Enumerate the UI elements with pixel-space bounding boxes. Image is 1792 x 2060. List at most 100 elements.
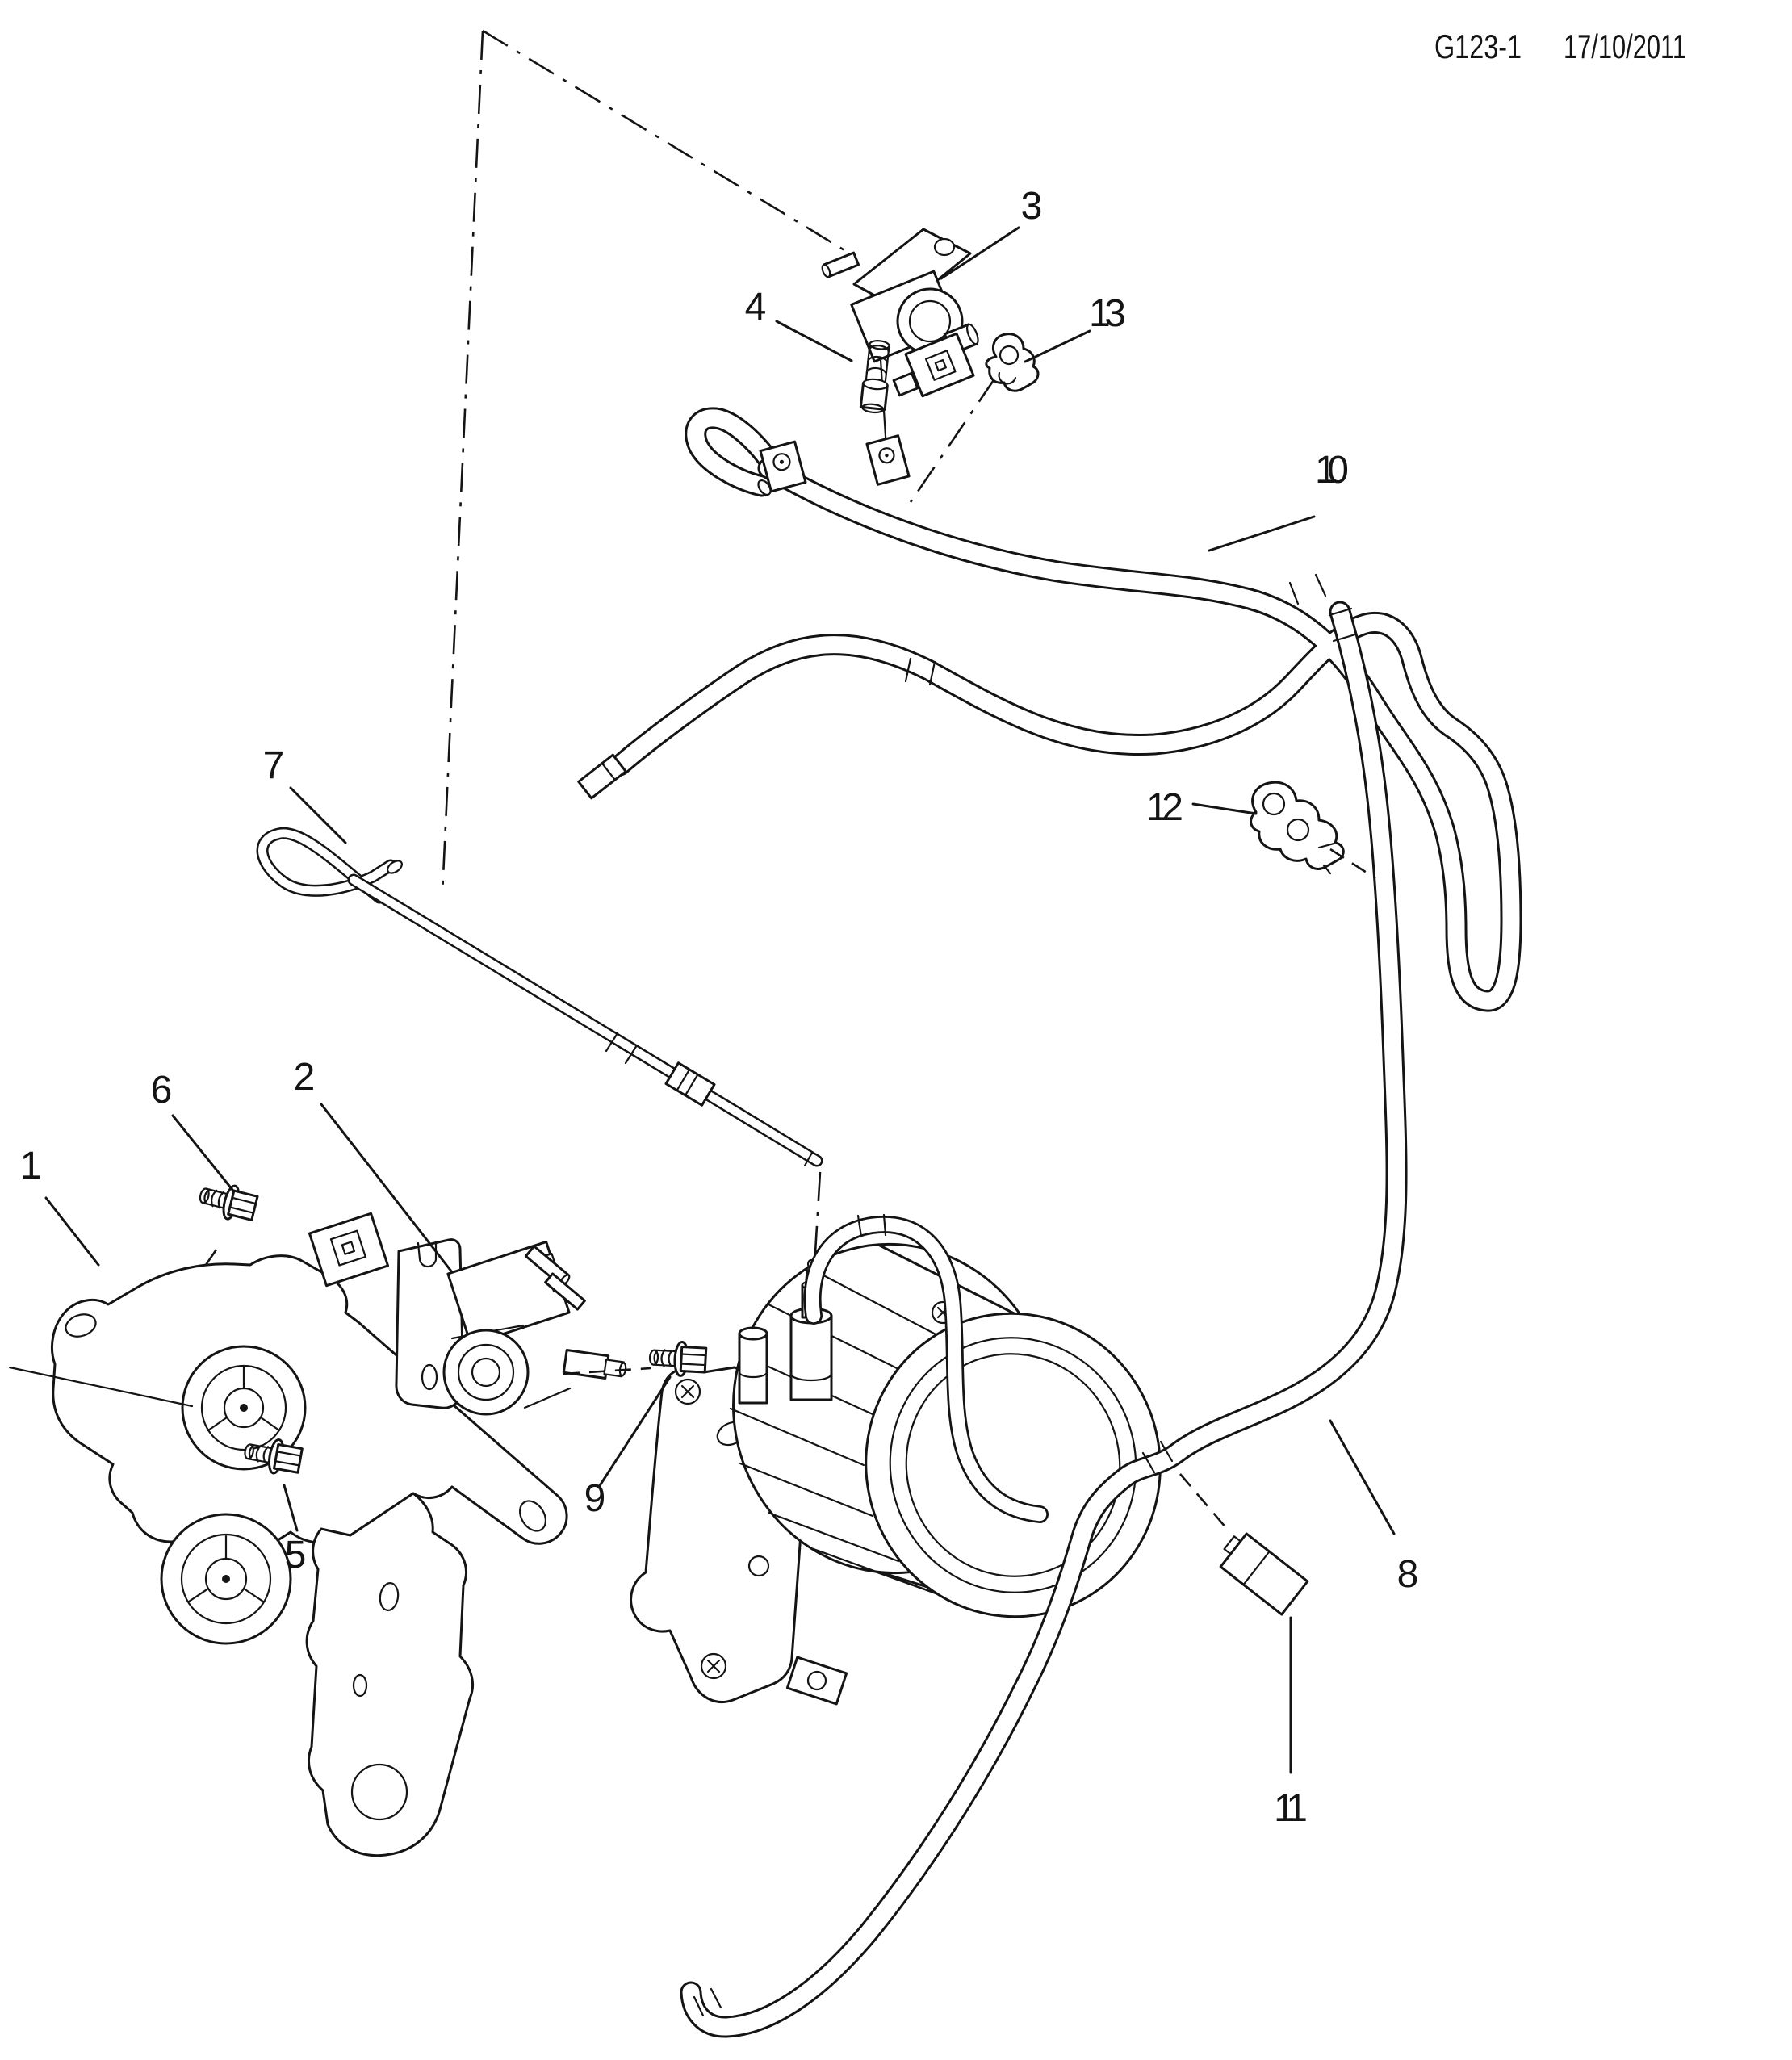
- pipe-end-mark: [803, 1151, 814, 1167]
- bracket-grommet: [160, 1513, 292, 1645]
- valve-nipple: [562, 1349, 627, 1380]
- callout-10: 10: [1208, 449, 1349, 552]
- bracket-pointer-line: [8, 1366, 194, 1408]
- pipe-sleeve-marks: [605, 1032, 639, 1065]
- callout-13: 13: [1024, 292, 1126, 363]
- pipe-coupler: [664, 1061, 716, 1107]
- leader-line: [283, 1484, 299, 1532]
- bracket-hole: [65, 1313, 97, 1338]
- part-13-clip: [985, 333, 1040, 392]
- drawing-date: 17/10/2011: [1564, 27, 1686, 65]
- clip12-alignment-line: [1329, 848, 1376, 880]
- bolt6-alignment-line: [179, 1249, 218, 1302]
- callout-label-2: 2: [294, 1056, 316, 1099]
- part-9-bolt: [563, 1341, 708, 1377]
- bracket-hole: [518, 1500, 547, 1532]
- callout-label-11: 11: [1274, 1787, 1308, 1830]
- part-2-solenoid-valve: [308, 1212, 627, 1416]
- leader-line: [597, 1375, 672, 1488]
- hose10-stub-end: [577, 753, 627, 800]
- part-6-bolt: [199, 1184, 259, 1221]
- leader-line: [171, 1114, 234, 1191]
- valve-connector-socket: [308, 1212, 390, 1288]
- part-1-bracket: [8, 1254, 568, 1857]
- callout-label-8: 8: [1397, 1553, 1419, 1596]
- hose-sleeve-marks: [856, 1213, 887, 1238]
- part-5-bolt: [244, 1438, 304, 1475]
- bracket-upper-plate: [51, 1254, 568, 1555]
- leader-line: [289, 786, 347, 844]
- callout-label-4: 4: [745, 286, 767, 329]
- hose10-sleeve-marks: [1288, 573, 1327, 605]
- vacuum-pump: [630, 1242, 1162, 1706]
- leader-line: [775, 320, 853, 362]
- callout-7: 7: [263, 744, 347, 844]
- leader-line: [1024, 329, 1091, 363]
- bracket-lower-foot: [305, 1492, 474, 1857]
- bracket-hole: [352, 1673, 368, 1698]
- hose8-sleeve-marks: [1328, 607, 1357, 643]
- valve3-bracket-notch: [933, 237, 956, 257]
- part-4-screw: [859, 340, 890, 414]
- part-12-pipe-clip: [1250, 781, 1345, 875]
- bracket-hole: [350, 1763, 408, 1821]
- pipe-open-end: [387, 860, 403, 874]
- callout-12: 12: [1146, 786, 1258, 829]
- valve-pin: [544, 1272, 586, 1311]
- title-block: G123-1 17/10/2011: [1434, 27, 1686, 65]
- drawing-number: G123-1: [1434, 27, 1522, 65]
- valve3-eyelet: [865, 434, 911, 486]
- part-10-vacuum-hose: [577, 407, 1522, 1012]
- callout-label-1: 1: [20, 1145, 42, 1187]
- callout-label-12: 12: [1146, 786, 1183, 829]
- reference-line-vertical: [441, 30, 484, 895]
- hose10-sleeve-marks: [904, 657, 936, 686]
- callout-5: 5: [283, 1484, 306, 1576]
- leader-line: [320, 1103, 454, 1274]
- valve3-tab: [892, 371, 919, 397]
- callout-11: 11: [1274, 1616, 1308, 1830]
- callout-6: 6: [151, 1069, 234, 1191]
- pump-ear: [785, 1656, 848, 1706]
- reference-line-diagonal: [482, 29, 853, 257]
- leader-line: [1208, 515, 1316, 552]
- connector11-alignment-line: [1179, 1473, 1228, 1530]
- valve-solenoid-body: [446, 1240, 571, 1346]
- callout-label-9: 9: [584, 1477, 606, 1520]
- bracket-grommet: [181, 1345, 307, 1471]
- hose8-sleeve-marks: [1141, 1440, 1174, 1474]
- part-11-connector: [1219, 1532, 1309, 1616]
- callout-label-13: 13: [1089, 292, 1126, 335]
- plate-slot: [421, 1363, 438, 1391]
- pump-jumper-hose: [803, 1213, 1049, 1523]
- leader-line: [1329, 1419, 1396, 1535]
- leader-line: [44, 1196, 100, 1267]
- callout-2: 2: [294, 1056, 454, 1274]
- bracket-hole: [379, 1581, 400, 1612]
- callout-label-3: 3: [1021, 185, 1043, 228]
- callout-9: 9: [584, 1375, 672, 1520]
- hose8-end-sleeve: [693, 1987, 722, 2017]
- callout-3: 3: [940, 185, 1043, 280]
- callout-label-6: 6: [151, 1069, 173, 1112]
- part-8-vacuum-hose: [680, 601, 1408, 2038]
- construction-lines: [179, 29, 997, 1302]
- hose10-eyelet-bracket: [759, 440, 807, 493]
- callout-label-10: 10: [1315, 449, 1349, 492]
- valve3-connector: [904, 332, 975, 398]
- clip13-alignment-line: [909, 377, 997, 503]
- callout-4: 4: [745, 286, 853, 362]
- valve3-nipple: [821, 251, 860, 278]
- callout-1: 1: [20, 1145, 100, 1267]
- callouts: 1 2 3 4 5 6 7 8: [20, 185, 1419, 1830]
- pump-port-straight: [738, 1326, 768, 1405]
- bolt9-alignment-line: [563, 1367, 651, 1375]
- leader-line: [1191, 802, 1258, 815]
- part-7-vacuum-pipe: [256, 827, 823, 1167]
- pump-screw: [747, 1555, 770, 1577]
- leader-line: [940, 226, 1020, 280]
- callout-label-7: 7: [263, 744, 285, 787]
- part-3-solenoid-valve: [821, 228, 979, 486]
